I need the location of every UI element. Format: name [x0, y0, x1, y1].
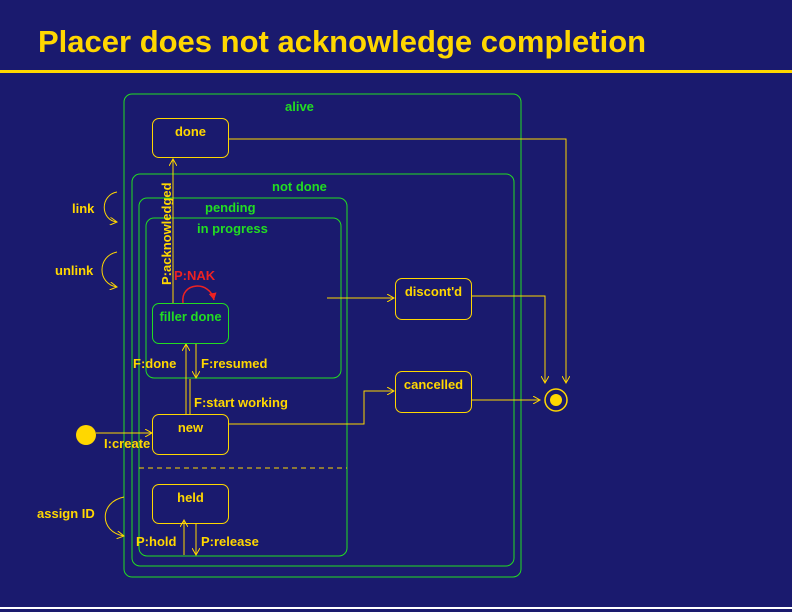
transition-label-f-resumed: F:resumed [201, 356, 268, 371]
action-label-link: link [72, 201, 95, 216]
final-state-ring [544, 388, 568, 412]
action-label-unlink: unlink [55, 263, 94, 278]
transition-label-create: I:create [104, 436, 151, 451]
transition-label-nak: P:NAK [174, 268, 216, 283]
nak-self-loop [182, 285, 217, 304]
region-label-not-done: not done [272, 179, 327, 194]
state-held[interactable]: held [152, 484, 229, 524]
bottom-divider [0, 607, 792, 609]
action-label-assign-id: assign ID [37, 506, 95, 521]
to-cancelled-arrow [229, 391, 394, 425]
final-state-dot [550, 394, 562, 406]
done-to-final-arrow [229, 138, 566, 383]
transition-label-f-done: F:done [133, 356, 177, 371]
transition-label-p-release: P:release [201, 534, 259, 549]
state-cancelled[interactable]: cancelled [395, 371, 472, 413]
not-done-region [131, 173, 515, 567]
pending-region [138, 197, 348, 557]
region-label-alive: alive [285, 99, 314, 114]
page-title: Placer does not acknowledge completion [38, 24, 647, 59]
region-label-pending: pending [205, 200, 256, 215]
transition-label-p-hold: P:hold [136, 534, 177, 549]
state-discontd[interactable]: discont'd [395, 278, 472, 320]
initial-state [76, 425, 96, 445]
link-loop [103, 191, 117, 222]
alive-region [123, 93, 522, 578]
state-new[interactable]: new [152, 414, 229, 455]
title-underline [0, 70, 792, 73]
state-done[interactable]: done [152, 118, 229, 158]
discontd-to-final-arrow [472, 295, 545, 383]
region-label-in-progress: in progress [197, 221, 268, 236]
state-filler-done[interactable]: filler done [152, 303, 229, 344]
transition-label-start-working: F:start working [194, 395, 288, 410]
unlink-loop [101, 251, 117, 287]
in-progress-region [145, 217, 342, 379]
assign-id-loop [104, 496, 124, 536]
transition-label-acknowledged: P:acknowledged [159, 182, 174, 285]
